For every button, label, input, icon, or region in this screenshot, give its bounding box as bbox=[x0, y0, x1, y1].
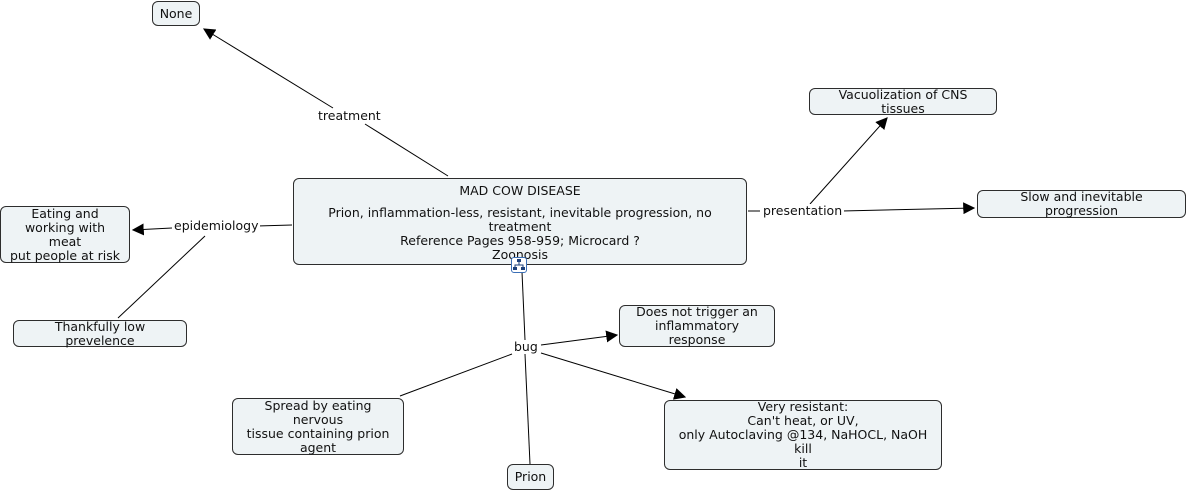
arrow-epidemiology-to-eating bbox=[131, 223, 173, 236]
arrow-bug-to-inflammatory bbox=[540, 330, 619, 346]
concept-mad-cow-disease[interactable]: MAD COW DISEASE Prion, inflammation-less… bbox=[293, 178, 747, 265]
concept-none[interactable]: None bbox=[152, 1, 200, 26]
concept-low-prevalence[interactable]: Thankfully low prevelence bbox=[13, 319, 187, 347]
concept-map-icon[interactable] bbox=[511, 257, 527, 273]
concept-very-resistant[interactable]: Very resistant: Can't heat, or UV, only … bbox=[664, 400, 942, 470]
line-center-to-treatment bbox=[364, 123, 449, 177]
concept-spread-nervous-tissue[interactable]: Spread by eating nervous tissue containi… bbox=[232, 398, 404, 455]
link-label-epidemiology[interactable]: epidemiology bbox=[172, 218, 261, 233]
link-label-bug[interactable]: bug bbox=[512, 339, 540, 354]
line-center-to-epidemiology bbox=[256, 224, 293, 227]
concept-vacuolization[interactable]: Vacuolization of CNS tissues bbox=[809, 87, 997, 115]
line-bug-to-prion bbox=[524, 353, 531, 465]
line-bug-to-spread bbox=[399, 353, 513, 397]
center-line-3: Zoonosis bbox=[492, 247, 548, 262]
concept-prion[interactable]: Prion bbox=[507, 464, 554, 490]
arrow-treatment-to-none bbox=[202, 28, 334, 109]
concept-no-inflammatory-response[interactable]: Does not trigger an inflammatory respons… bbox=[619, 305, 775, 347]
line-center-to-bug bbox=[521, 271, 526, 341]
concept-slow-progression[interactable]: Slow and inevitable progression bbox=[977, 190, 1186, 218]
link-label-treatment[interactable]: treatment bbox=[316, 108, 383, 123]
arrow-presentation-to-vacuolization bbox=[809, 117, 888, 205]
concept-eating-meat-risk[interactable]: Eating and working with meat put people … bbox=[0, 206, 130, 263]
arrow-presentation-to-slow bbox=[841, 202, 976, 215]
center-line-1: Prion, inflammation-less, resistant, ine… bbox=[328, 205, 712, 234]
arrow-bug-to-resistant bbox=[540, 352, 687, 400]
line-epidemiology-to-thankfully bbox=[117, 235, 206, 319]
center-title: MAD COW DISEASE bbox=[459, 183, 581, 198]
link-label-presentation[interactable]: presentation bbox=[761, 203, 845, 218]
center-line-2: Reference Pages 958-959; Microcard ? bbox=[400, 233, 640, 248]
